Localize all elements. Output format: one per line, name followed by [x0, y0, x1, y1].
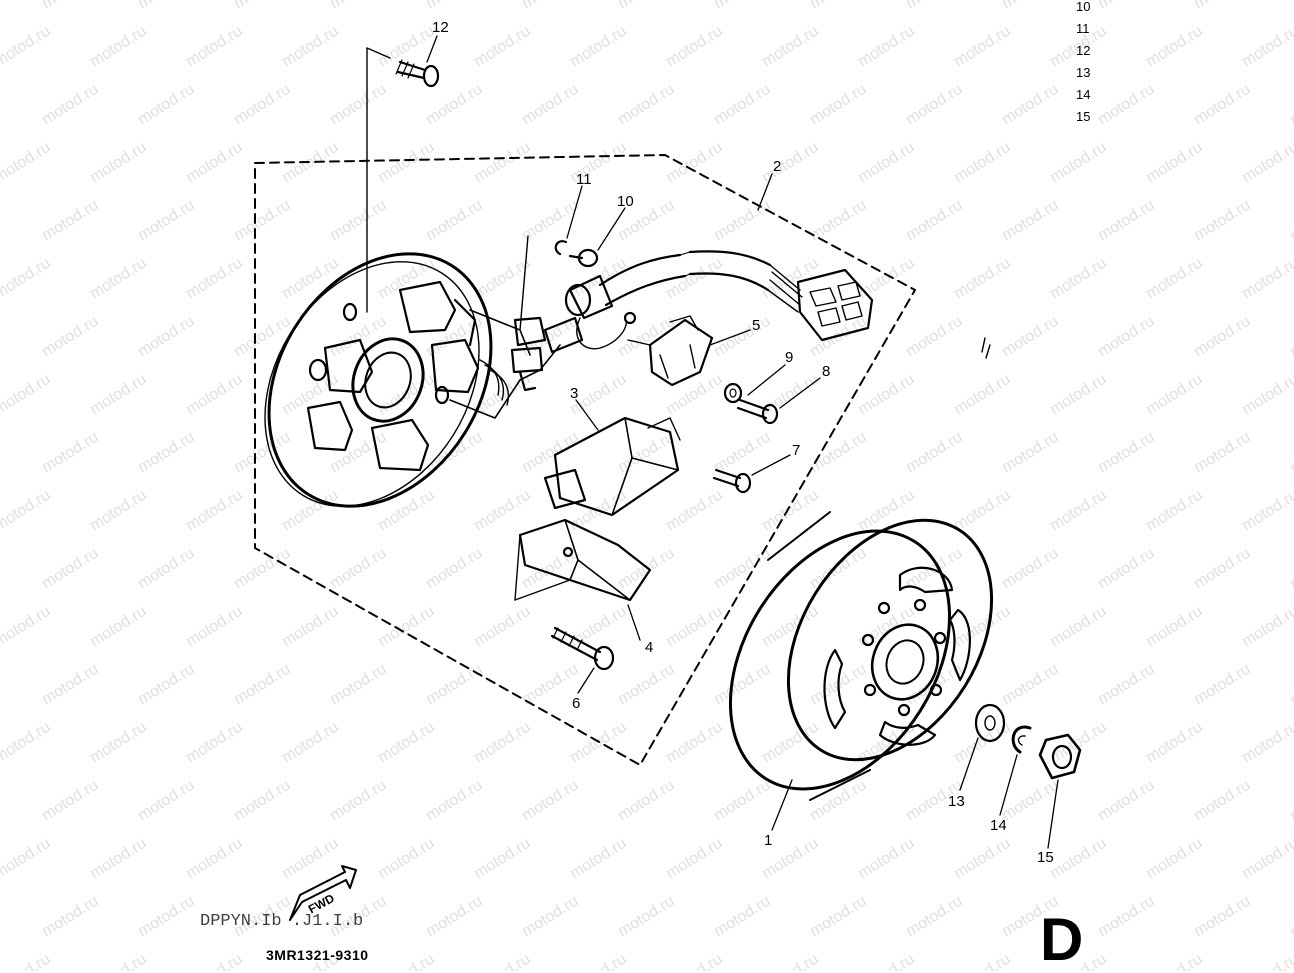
section-letter: D	[1040, 906, 1084, 973]
ignition-unit-part-3	[543, 416, 681, 517]
callout-2: 2	[773, 158, 781, 175]
callout-3: 3	[570, 385, 578, 402]
pickup-coil-part-5	[627, 315, 714, 387]
flywheel-rotor-part-1	[728, 511, 994, 801]
callout-12: 12	[432, 19, 449, 36]
lockwasher-part-14	[1011, 725, 1032, 754]
callout-10: 10	[617, 193, 634, 210]
harness-coupler	[796, 268, 874, 342]
stator-base-plate	[264, 252, 561, 508]
leader-lines	[426, 35, 1059, 849]
forward-arrow-icon	[289, 865, 357, 921]
callout-4: 4	[645, 639, 653, 656]
callout-13: 13	[948, 793, 965, 810]
screw-part-6	[550, 626, 615, 671]
margin-number: 13	[1076, 65, 1091, 80]
nut-part-15	[1038, 733, 1082, 780]
part-code: 3MR1321-9310	[266, 947, 369, 963]
callout-14: 14	[990, 817, 1007, 834]
callout-8: 8	[822, 363, 830, 380]
margin-number: 12	[1076, 43, 1091, 58]
washer-part-13	[974, 703, 1006, 743]
screw-part-12	[366, 47, 440, 313]
wire-clamp-bracket	[510, 235, 584, 392]
margin-number: 14	[1076, 87, 1091, 102]
stray-mark	[981, 337, 991, 359]
wire-harness	[564, 250, 803, 350]
margin-number: 10	[1076, 0, 1091, 14]
margin-number: 11	[1076, 21, 1090, 36]
bottom-scribble: DPPYN.Ib .J1.I.b	[200, 912, 363, 931]
screw-part-7	[712, 468, 752, 494]
screw-part-10	[568, 248, 599, 268]
bracket-part-4	[514, 518, 652, 602]
callout-numbers: 12 2 11 10 5 9 8 3 7 4 6 1 13 14 15 FWD …	[200, 19, 1054, 931]
callout-6: 6	[572, 695, 580, 712]
callout-1: 1	[764, 832, 772, 849]
circlip-part-11	[554, 240, 568, 256]
callout-5: 5	[752, 317, 760, 334]
callout-15: 15	[1037, 849, 1054, 866]
washer-part-9	[723, 382, 743, 404]
callout-11: 11	[576, 171, 592, 188]
screw-part-8	[736, 398, 779, 425]
assembly-boundary-dashed	[254, 154, 916, 766]
callout-9: 9	[785, 349, 793, 366]
callout-7: 7	[792, 442, 800, 459]
margin-number: 15	[1076, 109, 1091, 124]
